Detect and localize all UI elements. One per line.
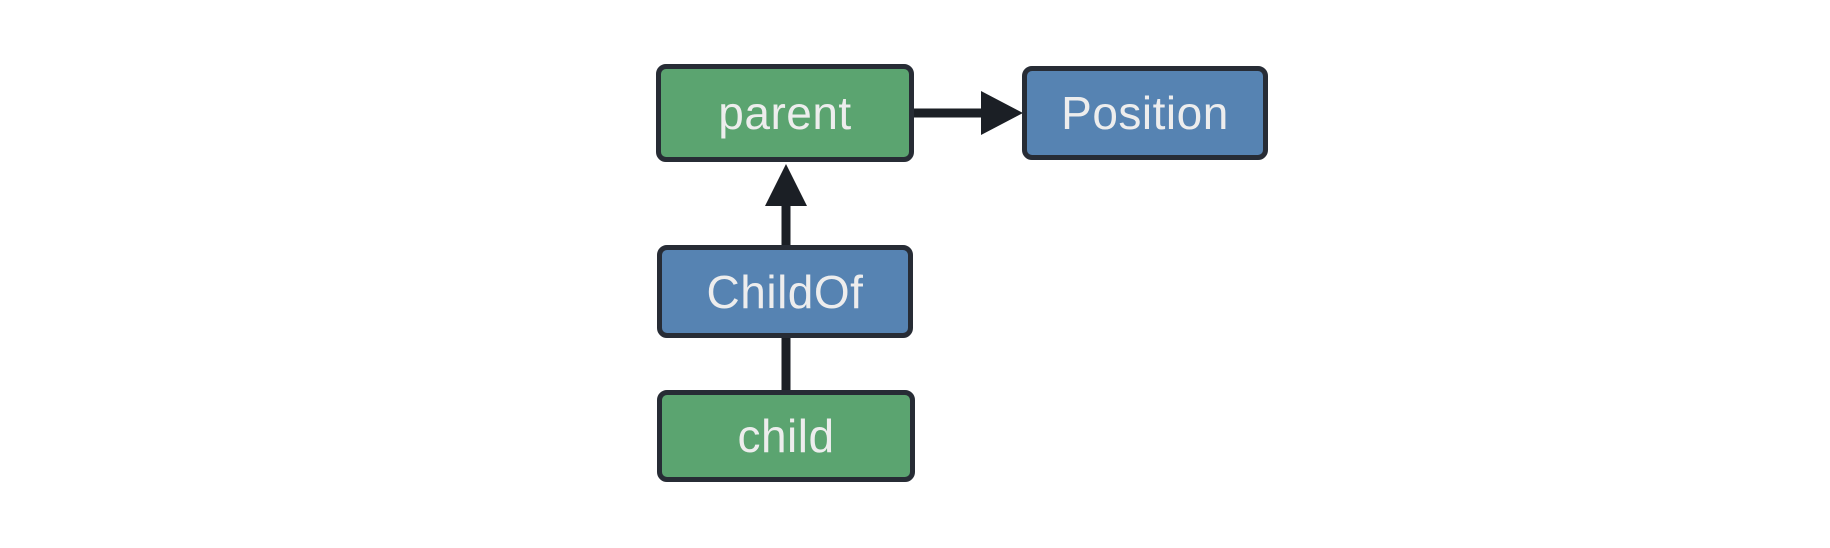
node-label-parent: parent	[718, 87, 852, 139]
diagram-node-childof: ChildOf	[657, 245, 913, 338]
arrowhead-up-icon	[765, 164, 807, 206]
diagram-node-child: child	[657, 390, 915, 482]
arrowhead-right-icon	[981, 91, 1023, 135]
node-label-position: Position	[1061, 87, 1229, 139]
diagram-node-parent: parent	[656, 64, 914, 162]
edge-parent-to-position	[912, 91, 1023, 135]
node-label-child: child	[737, 410, 835, 462]
node-label-childof: ChildOf	[706, 265, 864, 318]
diagram-node-position: Position	[1022, 66, 1268, 160]
edge-childof-to-parent	[765, 164, 807, 247]
